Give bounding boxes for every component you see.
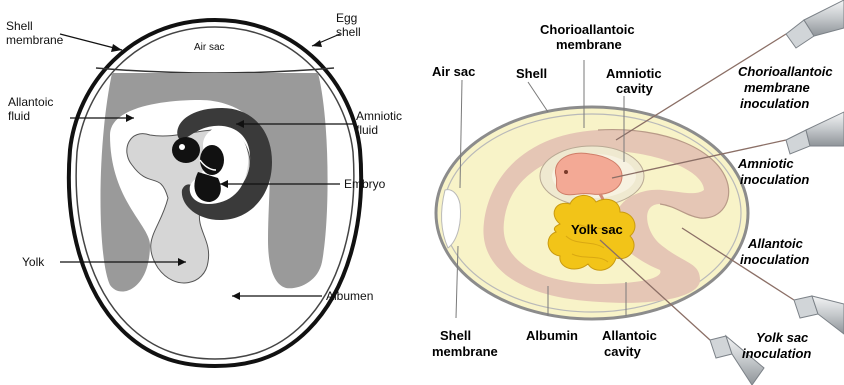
shell-membrane-arrowhead (111, 44, 122, 52)
label-allantoic-cavity: Allantoic cavity (602, 328, 661, 359)
label-amniotic-cavity: Amniotic cavity (606, 66, 665, 96)
label-shell: Shell (516, 66, 547, 81)
label-egg-shell: Egg shell (336, 11, 361, 39)
label-allantoic-fluid: Allantoic fluid (8, 95, 57, 123)
label-albumin: Albumin (526, 328, 578, 343)
label-albumen: Albumen (326, 289, 373, 303)
label-air-sac-right: Air sac (432, 64, 475, 79)
label-route-yolk-sac: Yolk sac inoculation (742, 330, 812, 361)
right-egg-diagram: Air sac Shell Chorioallantoic membrane A… (432, 0, 844, 385)
label-yolk-sac: Yolk sac (571, 222, 623, 237)
label-air-sac-left: Air sac (194, 42, 225, 53)
label-shell-membrane: Shell membrane (6, 19, 64, 47)
left-egg-diagram: Shell membrane Air sac Egg shell Allanto… (6, 11, 405, 366)
label-route-chorioallantoic: Chorioallantoic membrane inoculation (738, 64, 836, 111)
label-amniotic-fluid: Amniotic fluid (356, 109, 405, 137)
label-shell-membrane-right: Shell membrane (432, 328, 498, 359)
shell-pointer (528, 82, 548, 112)
label-chorioallantoic-membrane: Chorioallantoic membrane (540, 22, 638, 52)
label-route-allantoic: Allantoic inoculation (740, 236, 809, 267)
label-yolk: Yolk (22, 255, 45, 269)
label-route-amniotic: Amniotic inoculation (737, 156, 809, 187)
label-embryo: Embryo (344, 177, 386, 191)
egg-shell-arrowhead (312, 40, 322, 47)
